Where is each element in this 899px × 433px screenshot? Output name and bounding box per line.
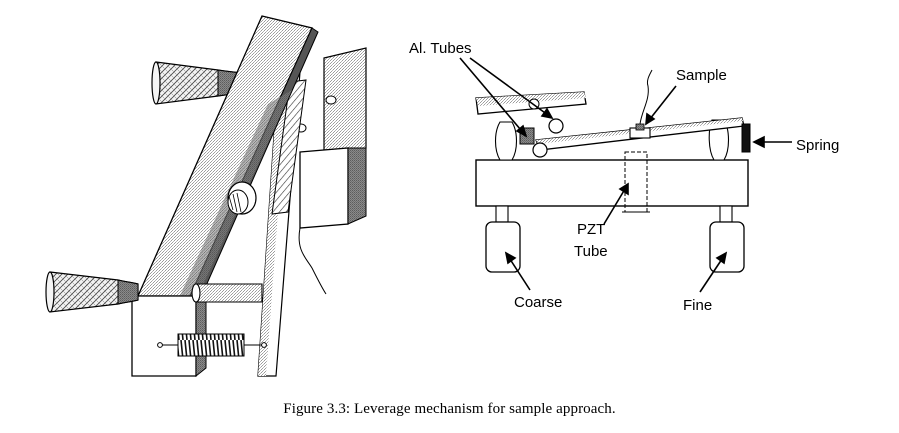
label-spring: Spring [796, 137, 839, 154]
lead-wire [298, 227, 327, 295]
left-post [494, 121, 518, 161]
label-fine: Fine [683, 297, 712, 314]
return-spring [157, 333, 267, 357]
label-al-tubes: Al. Tubes [409, 40, 472, 57]
label-pzt: PZT [577, 221, 605, 238]
label-tube: Tube [574, 243, 608, 260]
block-hole-upper [325, 95, 337, 105]
mechanism-schematic: Al. Tubes Sample Spring PZT Tube Coarse … [409, 40, 839, 314]
al-tube-upper [548, 118, 564, 134]
lower-knob [45, 271, 139, 313]
label-arrows [459, 57, 792, 293]
al-tube-lower [532, 142, 548, 158]
sample-block-front [299, 147, 349, 229]
platform [475, 159, 749, 207]
label-sample: Sample [676, 67, 727, 84]
fine-foot [709, 221, 745, 273]
label-coarse: Coarse [514, 294, 562, 311]
mechanism-3d-view [45, 15, 367, 378]
fine-adjust-screw [227, 181, 257, 215]
figure-caption: Figure 3.3: Leverage mechanism for sampl… [283, 401, 616, 417]
spring-block [741, 123, 751, 153]
lever-plate [271, 79, 307, 215]
connecting-rod [191, 283, 263, 303]
coarse-foot [485, 221, 521, 273]
